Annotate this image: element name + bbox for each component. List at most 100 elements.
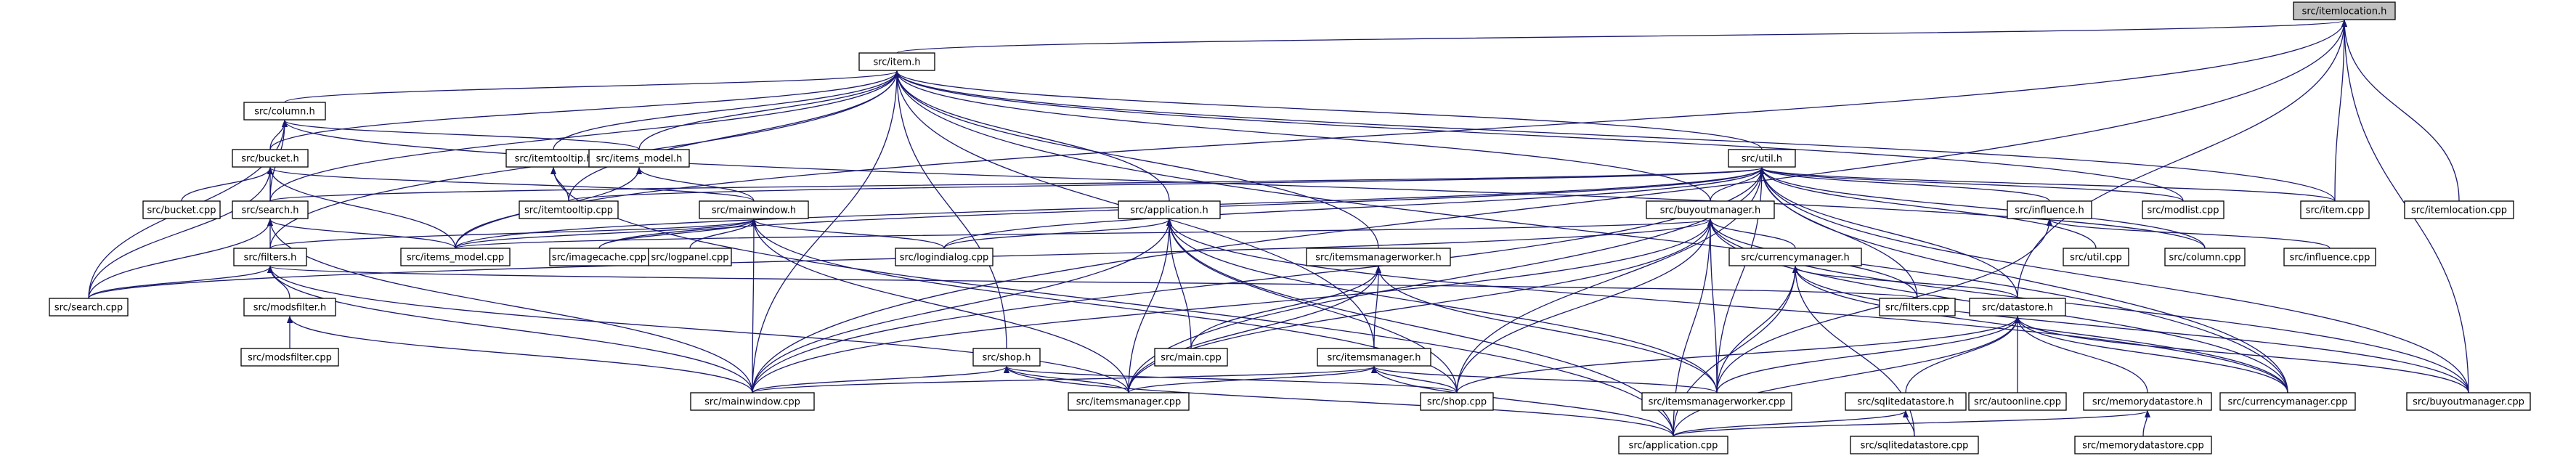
node-modsfilter-h[interactable]: src/modsfilter.h xyxy=(243,298,336,317)
node-shop-h[interactable]: src/shop.h xyxy=(972,348,1041,367)
edge-currencymanager_cpp-to-item_h xyxy=(894,70,2288,393)
edge-shop_cpp-to-itemsmanager_h xyxy=(1371,366,1458,393)
node-label: src/logindialog.cpp xyxy=(900,253,988,264)
node-bucket-cpp[interactable]: src/bucket.cpp xyxy=(142,200,221,219)
node-datastore-h[interactable]: src/datastore.h xyxy=(1969,298,2066,317)
node-logpanel-cpp[interactable]: src/logpanel.cpp xyxy=(648,248,732,266)
node-application-h[interactable]: src/application.h xyxy=(1118,200,1221,219)
edge-layer xyxy=(88,20,2469,437)
node-box xyxy=(549,248,649,266)
node-search-h[interactable]: src/search.h xyxy=(232,200,309,219)
node-modsfilter-cpp[interactable]: src/modsfilter.cpp xyxy=(240,348,339,367)
edge-main_cpp-to-itemsmanagerworker_h xyxy=(1190,266,1381,349)
edge-itemtooltip_h-to-item_h xyxy=(553,70,900,150)
edge-application_cpp-to-itemtooltip_h xyxy=(550,167,1674,437)
node-currencymanager-cpp[interactable]: src/currencymanager.cpp xyxy=(2219,392,2356,411)
node-label: src/modlist.cpp xyxy=(2147,205,2219,216)
node-label: src/buyoutmanager.h xyxy=(1660,205,1760,216)
node-currencymanager-h[interactable]: src/currencymanager.h xyxy=(1728,248,1862,266)
node-bucket-h[interactable]: src/bucket.h xyxy=(232,149,309,168)
node-mainwindow-cpp[interactable]: src/mainwindow.cpp xyxy=(690,392,815,411)
edge-mainwindow_h-to-bucket_h xyxy=(267,167,755,202)
node-shop-cpp[interactable]: src/shop.cpp xyxy=(1420,392,1494,411)
edge-logindialog_cpp-to-util_h xyxy=(943,167,1765,249)
node-itemtooltip-h[interactable]: src/itemtooltip.h xyxy=(505,149,601,168)
edge-items_model_cpp-to-bucket_h xyxy=(267,167,456,249)
node-imagecache-cpp[interactable]: src/imagecache.cpp xyxy=(549,248,649,266)
edge-buyoutmanager_h-to-item_h xyxy=(894,70,1711,202)
edge-currencymanager_cpp-to-application_h xyxy=(1166,219,2288,393)
edge-application_h-to-item_h xyxy=(894,70,1170,202)
node-label: src/memorydatastore.cpp xyxy=(2082,441,2204,452)
node-label: src/buyoutmanager.cpp xyxy=(2413,397,2524,408)
node-itemsmanager-cpp[interactable]: src/itemsmanager.cpp xyxy=(1068,392,1190,411)
edge-bucket_cpp-to-bucket_h xyxy=(181,167,273,202)
node-memorydatastore-cpp[interactable]: src/memorydatastore.cpp xyxy=(2074,436,2212,454)
edge-item_cpp-to-item_h xyxy=(894,70,2336,202)
node-itemsmanagerworker-h[interactable]: src/itemsmanagerworker.h xyxy=(1306,248,1451,266)
edge-modsfilter_h-to-filters_h xyxy=(267,266,290,299)
node-label: src/items_model.h xyxy=(596,154,683,165)
edge-itemtooltip_cpp-to-util_h xyxy=(568,167,1765,202)
node-label: src/mainwindow.cpp xyxy=(704,397,800,408)
node-label: src/currencymanager.h xyxy=(1741,253,1850,264)
node-label: src/search.h xyxy=(242,205,299,216)
edge-itemtooltip_cpp-to-item_h xyxy=(568,70,900,202)
edge-util_cpp-to-util_h xyxy=(1759,167,2097,249)
node-filters-h[interactable]: src/filters.h xyxy=(233,248,307,266)
node-column-cpp[interactable]: src/column.cpp xyxy=(2164,248,2246,266)
node-itemsmanager-h[interactable]: src/itemsmanager.h xyxy=(1317,348,1431,367)
node-items-model-h[interactable]: src/items_model.h xyxy=(588,149,690,168)
node-box xyxy=(858,52,935,71)
edge-application_cpp-to-memorydatastore_h xyxy=(1673,410,2150,437)
node-influence-h[interactable]: src/influence.h xyxy=(2007,200,2092,219)
node-itemsmanagerworker-cpp[interactable]: src/itemsmanagerworker.cpp xyxy=(1641,392,1792,411)
node-box xyxy=(232,200,309,219)
node-logindialog-cpp[interactable]: src/logindialog.cpp xyxy=(895,248,994,266)
edge-datastore_h-to-util_h xyxy=(1759,167,2018,299)
node-sqlitedatastore-h[interactable]: src/sqlitedatastore.h xyxy=(1845,392,1967,411)
node-util-h[interactable]: src/util.h xyxy=(1728,149,1796,168)
node-item-cpp[interactable]: src/item.cpp xyxy=(2300,200,2370,219)
node-itemtooltip-cpp[interactable]: src/itemtooltip.cpp xyxy=(519,200,619,219)
node-box xyxy=(1641,392,1792,411)
node-label: src/memorydatastore.h xyxy=(2092,397,2203,408)
node-item-h[interactable]: src/item.h xyxy=(858,52,935,71)
edge-column_cpp-to-util_h xyxy=(1759,167,2206,249)
node-items-model-cpp[interactable]: src/items_model.cpp xyxy=(400,248,511,266)
node-modlist-cpp[interactable]: src/modlist.cpp xyxy=(2142,200,2224,219)
node-box xyxy=(699,200,809,219)
node-main-cpp[interactable]: src/main.cpp xyxy=(1154,348,1228,367)
node-label: src/main.cpp xyxy=(1161,353,1222,364)
node-buyoutmanager-cpp[interactable]: src/buyoutmanager.cpp xyxy=(2406,392,2531,411)
edge-items_model_cpp-to-buyoutmanager_h xyxy=(455,219,1713,249)
edge-itemsmanagerworker_h-to-item_h xyxy=(894,70,1379,249)
edge-modlist_cpp-to-item_h xyxy=(894,70,2184,202)
node-influence-cpp[interactable]: src/influence.cpp xyxy=(2283,248,2376,266)
node-memorydatastore-h[interactable]: src/memorydatastore.h xyxy=(2083,392,2212,411)
node-column-h[interactable]: src/column.h xyxy=(243,102,326,121)
node-box xyxy=(2007,200,2092,219)
node-box xyxy=(232,149,309,168)
edge-mainwindow_cpp-to-itemlocation_h xyxy=(752,20,2347,393)
node-box xyxy=(1845,392,1967,411)
edge-items_model_cpp-to-util_h xyxy=(455,167,1765,249)
node-itemlocation-cpp[interactable]: src/itemlocation.cpp xyxy=(2404,200,2514,219)
node-label: src/itemsmanagerworker.h xyxy=(1315,253,1441,264)
node-autoonline-cpp[interactable]: src/autoonline.cpp xyxy=(1968,392,2067,411)
node-util-cpp[interactable]: src/util.cpp xyxy=(2063,248,2129,266)
node-label: src/itemlocation.cpp xyxy=(2411,205,2507,216)
node-search-cpp[interactable]: src/search.cpp xyxy=(49,298,129,317)
node-label: src/application.cpp xyxy=(1629,441,1718,452)
node-itemlocation-h[interactable]: src/itemlocation.h xyxy=(2293,1,2396,20)
node-application-cpp[interactable]: src/application.cpp xyxy=(1618,436,1728,454)
node-box xyxy=(2406,392,2531,411)
node-filters-cpp[interactable]: src/filters.cpp xyxy=(1879,298,1956,317)
edge-modlist_cpp-to-util_h xyxy=(1759,167,2184,202)
node-box xyxy=(2293,1,2396,20)
edge-logindialog_cpp-to-mainwindow_h xyxy=(751,219,945,249)
node-mainwindow-h[interactable]: src/mainwindow.h xyxy=(699,200,809,219)
node-label: src/sqlitedatastore.cpp xyxy=(1861,441,1969,452)
node-sqlitedatastore-cpp[interactable]: src/sqlitedatastore.cpp xyxy=(1850,436,1979,454)
node-buyoutmanager-h[interactable]: src/buyoutmanager.h xyxy=(1646,200,1775,219)
